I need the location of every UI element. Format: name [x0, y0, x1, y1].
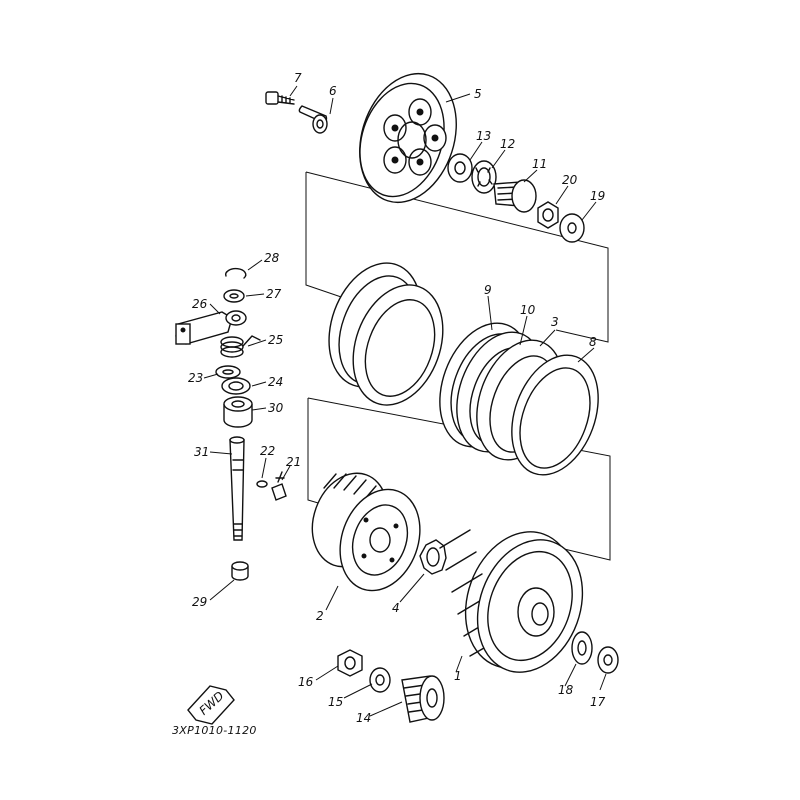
- pressure-plate-part-5: [359, 72, 457, 204]
- upper-guide-frame: [305, 171, 609, 343]
- callout-26: 26: [192, 297, 208, 311]
- lock-washer-part-4: [419, 539, 447, 575]
- bolt-part-21: [271, 471, 287, 501]
- nut-part-20: [537, 201, 559, 229]
- clutch-plate-front: [352, 284, 444, 406]
- callout-6: 6: [329, 84, 337, 98]
- friction-plate-part-8: [511, 354, 599, 476]
- washer-part-17: [597, 646, 619, 674]
- callout-9: 9: [484, 283, 492, 297]
- bearing-part-12: [471, 160, 497, 194]
- callout-19: 19: [590, 189, 605, 203]
- bearing-part-30: [223, 396, 253, 428]
- push-rod-part-11: [493, 179, 537, 213]
- callout-labels: 1 2 3 4 5 6 7 8 9 10 11 12 13 14 15 16 1…: [188, 71, 606, 725]
- callout-11: 11: [532, 157, 547, 171]
- lock-washer-part-19: [559, 213, 585, 243]
- clutch-housing-part-1: [439, 529, 584, 673]
- washer-part-15: [369, 667, 391, 693]
- callout-29: 29: [192, 595, 207, 609]
- callout-4: 4: [392, 601, 400, 615]
- drive-gear-part-14: [401, 675, 445, 723]
- leader-lines: [203, 85, 607, 717]
- callout-28: 28: [264, 251, 280, 265]
- callout-17: 17: [590, 695, 606, 709]
- push-lever-part-26: [175, 310, 247, 345]
- callout-31: 31: [194, 445, 209, 459]
- washer-part-23: [215, 365, 241, 379]
- callout-16: 16: [298, 675, 314, 689]
- callout-22: 22: [260, 444, 275, 458]
- callout-23: 23: [188, 371, 203, 385]
- screw-part-7: [265, 91, 295, 105]
- callout-21: 21: [286, 455, 301, 469]
- callout-2: 2: [316, 609, 324, 623]
- washer-part-27: [223, 289, 245, 303]
- bushing-part-29: [231, 561, 249, 581]
- callout-1: 1: [454, 669, 462, 683]
- nut-part-16: [337, 649, 363, 677]
- washer-part-13: [447, 153, 473, 183]
- callout-8: 8: [589, 335, 597, 349]
- spring-part-25: [220, 335, 261, 358]
- callout-27: 27: [266, 287, 282, 301]
- oil-seal-part-24: [221, 377, 251, 395]
- callout-15: 15: [328, 695, 343, 709]
- callout-10: 10: [520, 303, 536, 317]
- callout-14: 14: [356, 711, 371, 725]
- circlip-part-28: [225, 267, 247, 279]
- callout-30: 30: [268, 401, 284, 415]
- forward-direction-badge: FWD: [187, 685, 235, 725]
- callout-3: 3: [551, 315, 559, 329]
- callout-18: 18: [558, 683, 574, 697]
- washer-part-22: [256, 480, 268, 488]
- callout-13: 13: [476, 129, 491, 143]
- callout-7: 7: [294, 71, 302, 85]
- callout-12: 12: [500, 137, 515, 151]
- callout-24: 24: [268, 375, 283, 389]
- push-lever-shaft-part-31: [229, 436, 245, 541]
- callout-20: 20: [562, 173, 578, 187]
- callout-25: 25: [268, 333, 283, 347]
- callout-5: 5: [474, 87, 482, 101]
- clutch-boss-part-2: [311, 472, 421, 592]
- clutch-spring-part-6: [298, 105, 328, 134]
- sleeve-part-18: [571, 631, 593, 665]
- part-code: 3XP1010-1120: [172, 724, 257, 737]
